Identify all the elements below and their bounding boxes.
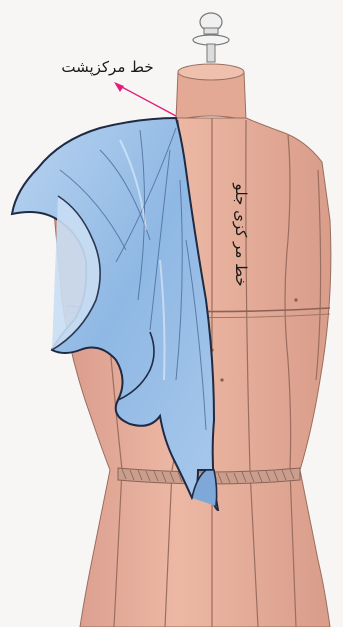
label-center-front-line: خط مر کزی جلو — [232, 170, 250, 300]
stand-cap — [193, 13, 229, 62]
center-back-pointer — [114, 82, 176, 116]
label-center-back-line: خط مرکزپشت — [40, 58, 175, 76]
neck-top — [178, 64, 244, 80]
